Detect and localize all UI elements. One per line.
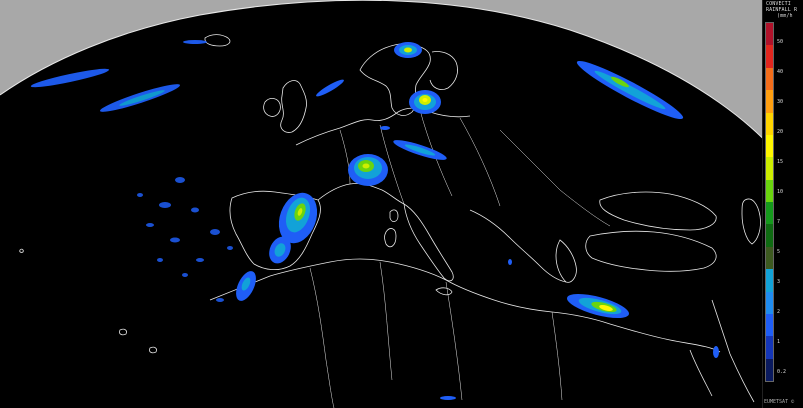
credit-text: EUMETSAT © bbox=[764, 399, 795, 405]
legend-title-line2: RAINFALL R bbox=[766, 7, 798, 13]
coastline-greece bbox=[555, 239, 577, 283]
border-europe-5 bbox=[499, 129, 611, 227]
rain-scattered-atlantic bbox=[137, 177, 233, 302]
rain-band-central-europe bbox=[393, 140, 447, 160]
color-legend: CONVECTI RAINFALL R (mm/h 50 40 30 20 15 10 7 5… bbox=[762, 0, 803, 408]
legend-tick-label: 15 bbox=[777, 159, 784, 165]
rain-band-norway bbox=[316, 79, 344, 97]
coastline-middle-east bbox=[711, 299, 755, 403]
legend-color-segment bbox=[766, 291, 773, 314]
rain-cell-east-mediterranean bbox=[567, 293, 629, 319]
rain-cell-alps bbox=[348, 154, 388, 186]
legend-tick-label: 30 bbox=[777, 99, 784, 105]
coastline-ireland bbox=[263, 98, 281, 117]
coastline-sicily bbox=[435, 287, 453, 296]
coastline-black-sea bbox=[599, 191, 717, 231]
legend-title-line3: (mm/h bbox=[777, 13, 793, 19]
legend-color-segment bbox=[766, 313, 773, 337]
legend-tick-label: 5 bbox=[777, 249, 781, 255]
coastline-italy bbox=[403, 203, 454, 282]
legend-color-segment bbox=[766, 224, 773, 247]
rain-small-africa bbox=[440, 396, 456, 400]
border-africa-4 bbox=[551, 311, 563, 401]
coastline-red-sea bbox=[689, 349, 713, 397]
legend-tick-label: 3 bbox=[777, 279, 781, 285]
rain-band-atlantic bbox=[30, 40, 207, 112]
coastline-corsica bbox=[389, 209, 399, 222]
legend-color-segment bbox=[766, 358, 773, 381]
legend-tick-label: 0.2 bbox=[777, 369, 787, 375]
coastline-iceland bbox=[204, 34, 231, 47]
coastline-turkey bbox=[585, 230, 717, 272]
coastline-finland bbox=[429, 51, 458, 90]
legend-tick-label: 20 bbox=[777, 129, 784, 135]
border-africa-3 bbox=[445, 281, 463, 401]
coastline-azores bbox=[19, 248, 24, 253]
precipitation-cells bbox=[30, 40, 719, 400]
legend-tick-label: 2 bbox=[777, 309, 781, 315]
coastline-madeira bbox=[119, 328, 127, 336]
rain-small-north-sea bbox=[380, 126, 390, 130]
legend-tick-label: 40 bbox=[777, 69, 784, 75]
rain-cell-baltic bbox=[409, 90, 441, 114]
coastlines bbox=[19, 34, 761, 408]
rain-small-balkans bbox=[508, 259, 512, 265]
rain-cell-iberia bbox=[236, 192, 318, 301]
coastline-iberia bbox=[229, 190, 321, 270]
border-africa-2 bbox=[379, 261, 393, 381]
coastline-balkans bbox=[469, 209, 567, 283]
legend-color-segment bbox=[766, 67, 773, 91]
rain-band-russia bbox=[576, 60, 684, 120]
border-europe-2 bbox=[379, 124, 405, 205]
legend-color-segment bbox=[766, 90, 773, 113]
coastline-north-europe bbox=[295, 107, 471, 146]
coastline-scandinavia bbox=[359, 43, 431, 116]
legend-color-segment bbox=[766, 157, 773, 180]
border-europe-1 bbox=[339, 129, 351, 185]
legend-color-segment bbox=[766, 336, 773, 359]
coastline-britain bbox=[280, 80, 307, 133]
border-africa-1 bbox=[309, 267, 335, 408]
legend-color-segment bbox=[766, 179, 773, 202]
rain-cell-scandinavia bbox=[394, 42, 422, 58]
legend-color-segment bbox=[766, 134, 773, 158]
legend-color-segment bbox=[766, 112, 773, 135]
legend-color-segment bbox=[766, 45, 773, 68]
legend-tick-label: 1 bbox=[777, 339, 781, 345]
legend-color-segment bbox=[766, 269, 773, 292]
rain-small-middle-east bbox=[713, 346, 719, 358]
coastline-north-africa bbox=[209, 258, 721, 353]
legend-color-bar bbox=[765, 22, 774, 382]
legend-tick-label: 10 bbox=[777, 189, 784, 195]
legend-color-segment bbox=[766, 23, 773, 46]
legend-title-line1: CONVECTI bbox=[766, 1, 791, 7]
legend-tick-label: 7 bbox=[777, 219, 781, 225]
earth-limb bbox=[0, 0, 803, 191]
coastline-sardinia bbox=[384, 228, 397, 248]
legend-color-segment bbox=[766, 202, 773, 225]
coastline-canaries bbox=[149, 346, 157, 354]
legend-tick-label: 50 bbox=[777, 39, 784, 45]
legend-color-segment bbox=[766, 246, 773, 270]
border-europe-4 bbox=[459, 117, 501, 207]
coastline-caspian bbox=[741, 198, 761, 245]
